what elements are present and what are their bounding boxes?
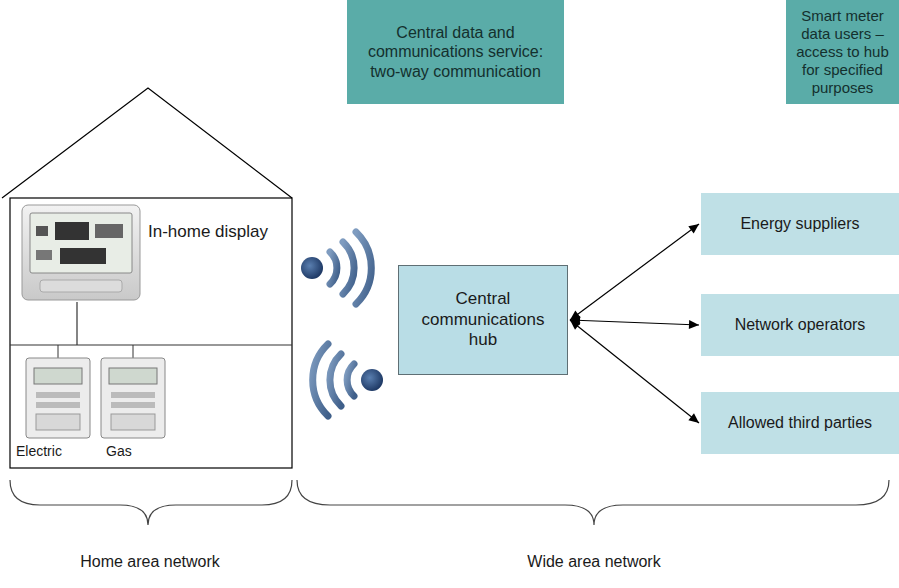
- connector-arrow: [570, 224, 699, 320]
- node-text: Central data and communications service:…: [355, 23, 556, 81]
- wireless-symbol: [301, 232, 371, 304]
- user-box: Energy suppliers: [701, 193, 899, 255]
- in-home-display-illustration: [22, 205, 140, 345]
- meter-illustrations: [26, 345, 165, 438]
- node-text: Network operators: [735, 315, 866, 334]
- node-text: Energy suppliers: [740, 214, 859, 233]
- wireless-symbol: [313, 344, 383, 416]
- house-outline: [2, 88, 292, 468]
- node-text: Central communications hub: [409, 289, 557, 350]
- network-label: Wide area network: [444, 552, 744, 571]
- service-banner: Smart meter data users – access to hub f…: [786, 0, 899, 104]
- brace: [297, 480, 889, 525]
- hub-box: Central communications hub: [398, 265, 568, 375]
- network-label: Home area network: [0, 552, 300, 571]
- node-text: Allowed third parties: [728, 413, 872, 432]
- user-box: Allowed third parties: [701, 392, 899, 454]
- node-text: Smart meter data users – access to hub f…: [790, 7, 895, 97]
- connector-arrow: [570, 320, 699, 423]
- connector-arrow: [570, 316, 699, 329]
- service-banner: Central data and communications service:…: [347, 0, 564, 104]
- brace: [10, 480, 292, 525]
- user-box: Network operators: [701, 294, 899, 356]
- device-label: In-home display: [148, 222, 268, 242]
- device-label: Gas: [106, 443, 166, 460]
- device-label: Electric: [16, 443, 96, 460]
